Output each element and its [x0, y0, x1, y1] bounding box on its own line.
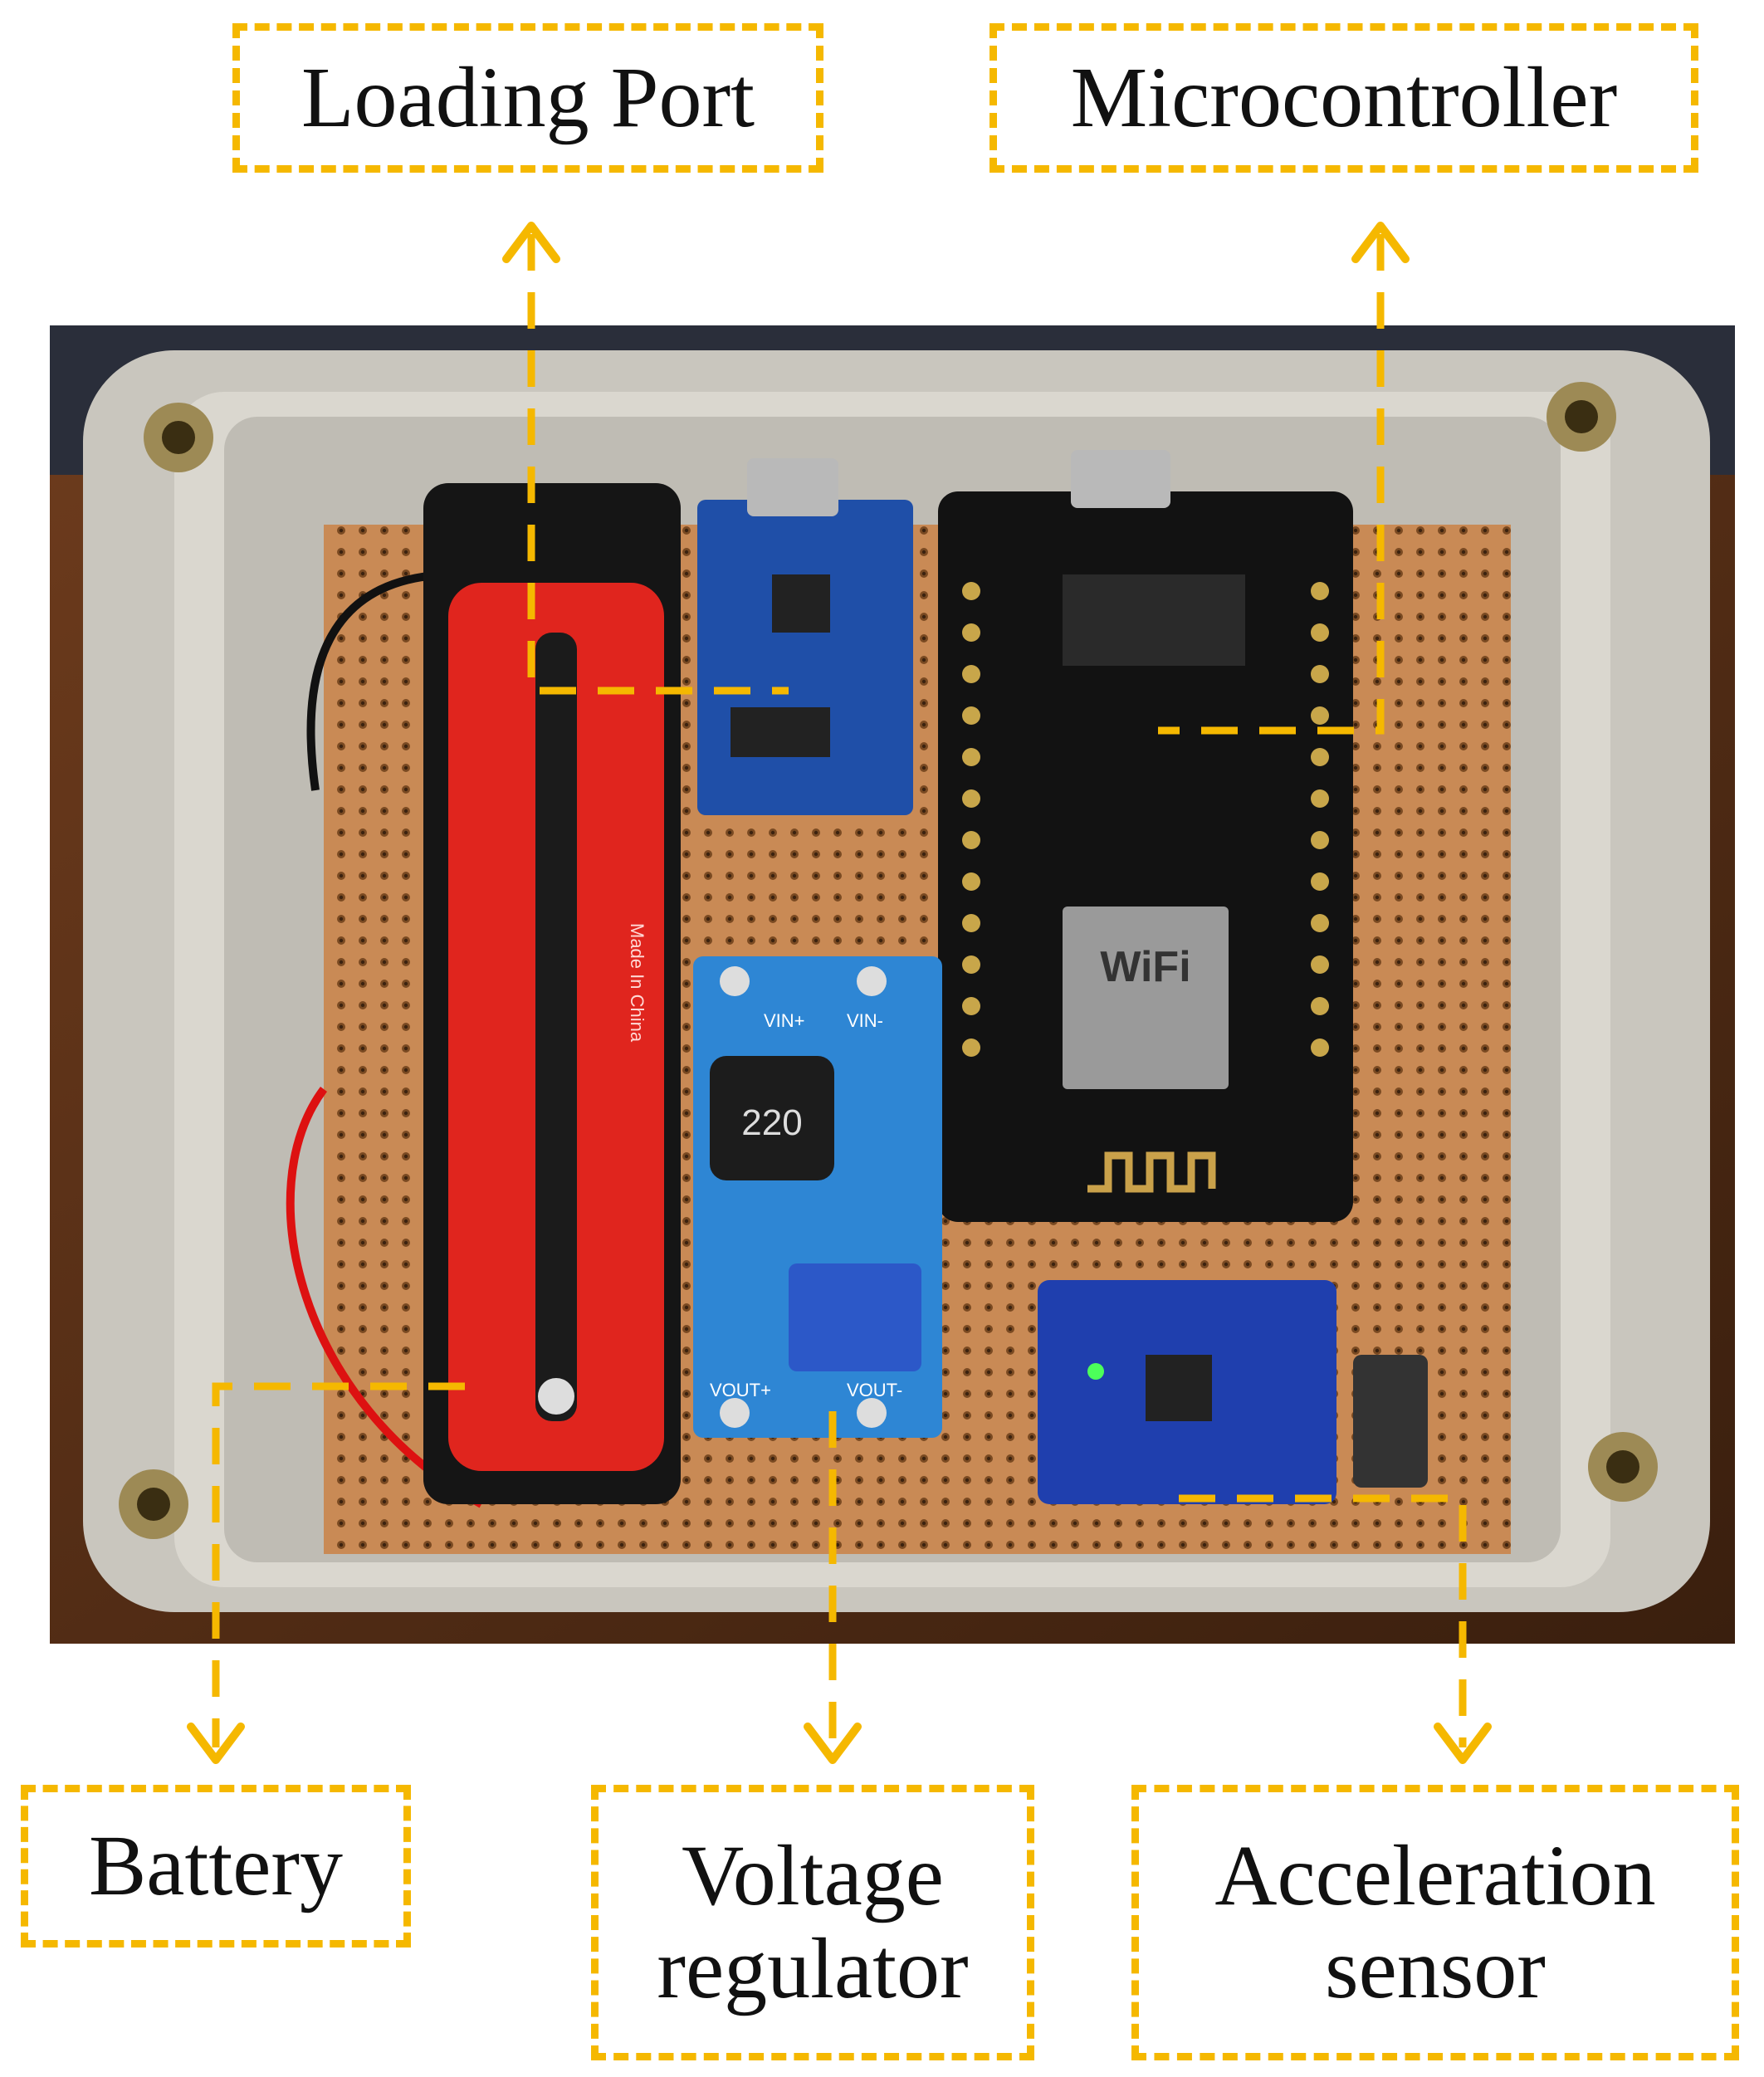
- microcontroller-label: Microcontroller: [990, 23, 1698, 173]
- microcontroller-arrowhead: [1351, 222, 1410, 263]
- charging-module: [697, 458, 913, 815]
- voltage-regulator-board: 220 VIN+ VIN- VOUT+ VOUT-: [693, 956, 942, 1438]
- black-wire: [306, 570, 457, 791]
- corner-screws: [119, 382, 1658, 1539]
- wifi-marking: WiFi: [1100, 943, 1190, 991]
- acceleration-sensor-arrowhead: [1434, 1723, 1492, 1764]
- battery-arrowhead: [187, 1723, 245, 1764]
- microcontroller-label-text: Microcontroller: [1070, 49, 1618, 145]
- microcontroller-board: WiFi: [938, 450, 1353, 1222]
- device-photo: Made In China WiFi: [50, 325, 1735, 1644]
- battery: Made In China: [423, 483, 681, 1504]
- loading-port-arrowhead: [502, 222, 560, 263]
- loading-port-label: Loading Port: [232, 23, 823, 173]
- power-switch: [1353, 1355, 1428, 1488]
- vin-plus-marking: VIN+: [764, 1010, 805, 1031]
- voltage-regulator-label-text: Voltage regulator: [657, 1827, 969, 2016]
- acceleration-sensor-label-text: Acceleration sensor: [1214, 1827, 1656, 2016]
- acceleration-sensor-label: Acceleration sensor: [1131, 1785, 1739, 2060]
- loading-port-label-text: Loading Port: [301, 49, 755, 145]
- voltage-regulator-label: Voltage regulator: [591, 1785, 1034, 2060]
- device-illustration: Made In China WiFi: [50, 325, 1735, 1644]
- battery-label-text: Battery: [88, 1817, 344, 1913]
- vout-plus-marking: VOUT+: [710, 1380, 771, 1400]
- voltage-regulator-arrowhead: [804, 1723, 862, 1764]
- vin-minus-marking: VIN-: [847, 1010, 883, 1031]
- acceleration-sensor-board: [1038, 1280, 1336, 1504]
- battery-label: Battery: [21, 1785, 411, 1947]
- battery-print: Made In China: [627, 923, 647, 1043]
- vout-minus-marking: VOUT-: [847, 1380, 902, 1400]
- inductor-marking: 220: [741, 1102, 802, 1143]
